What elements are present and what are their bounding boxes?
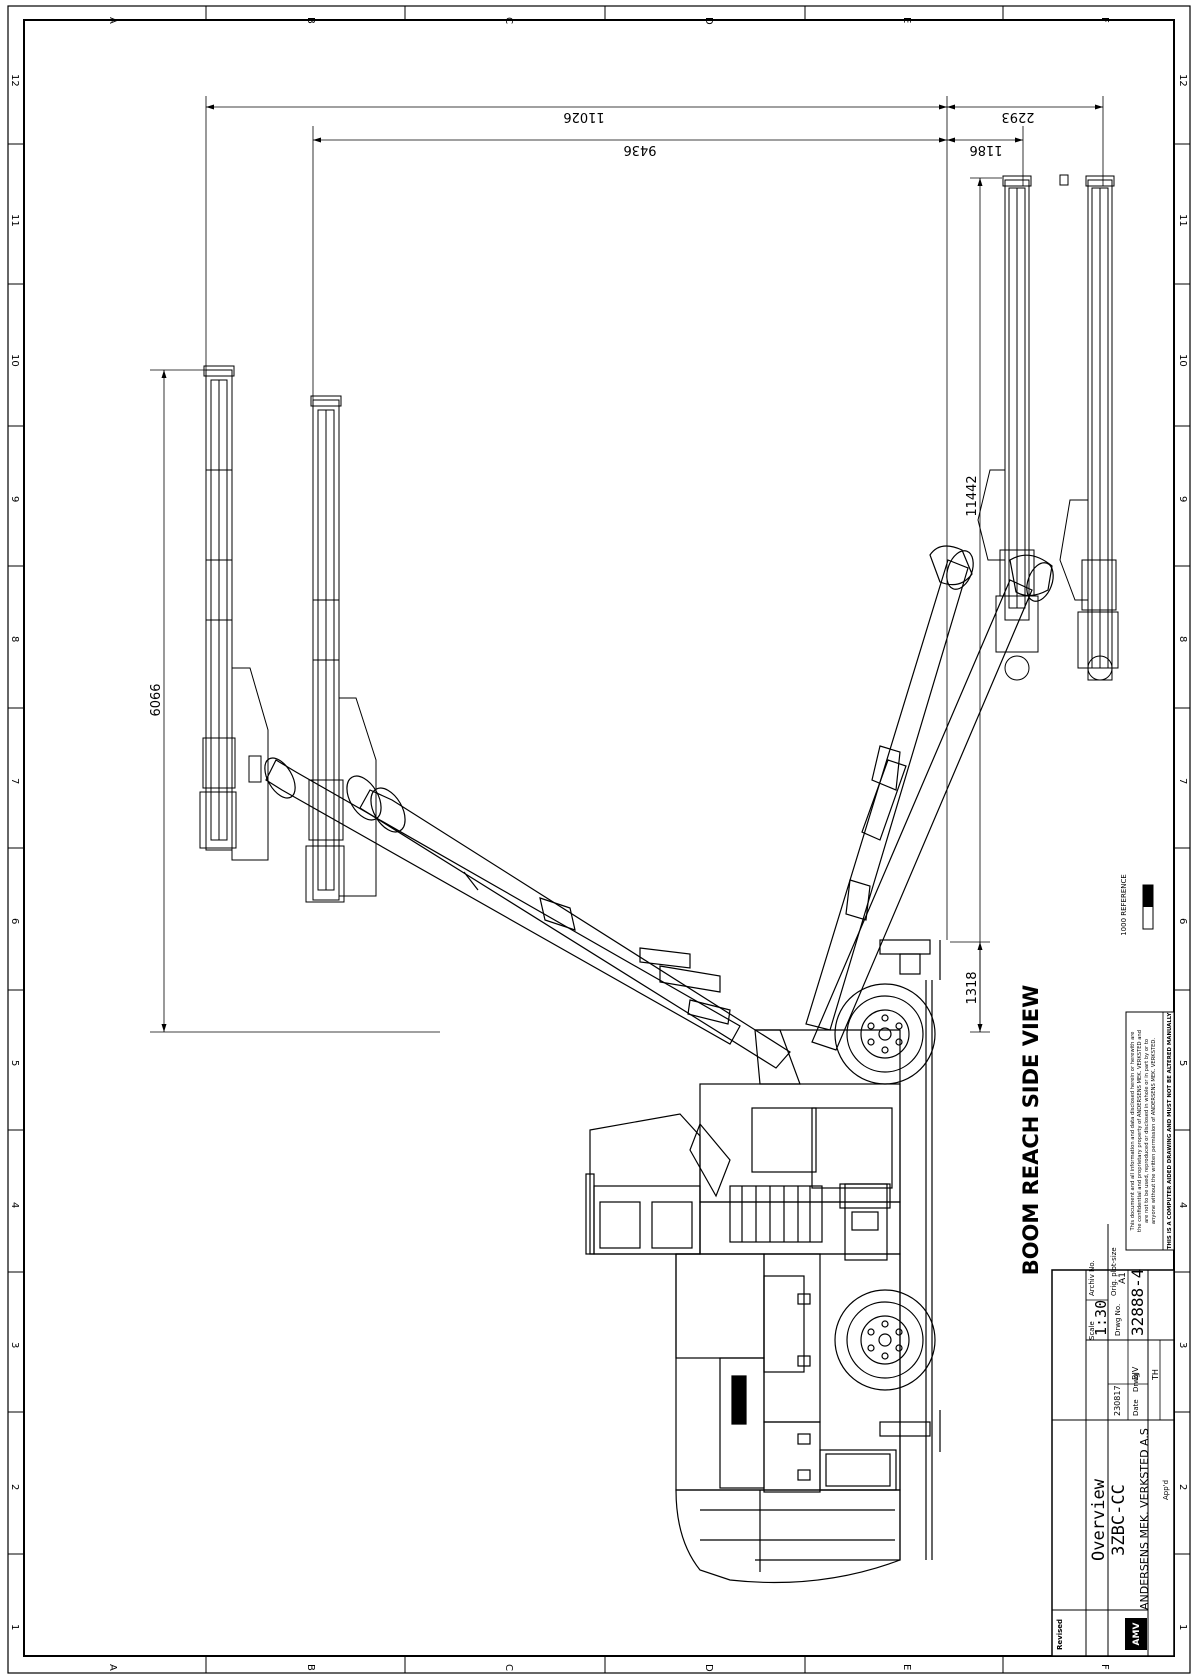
appd-label: App'd xyxy=(1162,1480,1170,1500)
scale-value: 1:30 xyxy=(1092,1300,1110,1336)
zone-label-f-top: F xyxy=(1099,17,1110,23)
drawing-title-line-1: Overview xyxy=(1089,1478,1109,1561)
amv-logo xyxy=(1125,1618,1147,1650)
archiv-label: Archiv No. xyxy=(1088,1260,1096,1296)
row-label-4-left: 4 xyxy=(9,1202,20,1208)
legal-line-3: are not to be used, reproduced or disclo… xyxy=(1144,1039,1150,1223)
rear-wheel xyxy=(834,1289,936,1391)
boom-left-lower xyxy=(346,775,791,1069)
zone-label-e-bottom: E xyxy=(901,1664,912,1670)
legal-note-box xyxy=(1125,1011,1175,1251)
drwg-label: Drwg xyxy=(1132,1374,1140,1392)
revised-label: Revised xyxy=(1056,1619,1064,1650)
legal-line-1: This document and all information and da… xyxy=(1130,1031,1136,1231)
zone-label-b-top: B xyxy=(305,17,316,24)
row-label-11-left: 11 xyxy=(9,214,20,227)
date-value: 230817 xyxy=(1113,1385,1122,1416)
row-label-5-left: 5 xyxy=(9,1060,20,1066)
scale-reference: 1000 REFERENCE xyxy=(1120,874,1154,936)
view-title: BOOM REACH SIDE VIEW xyxy=(1019,985,1043,1276)
row-label-9-left: 9 xyxy=(9,496,20,502)
drawing-title-line-2: 3ZBC-CC xyxy=(1109,1484,1129,1556)
zone-label-d-top: D xyxy=(703,17,714,25)
feed-left-outer xyxy=(199,365,269,861)
dimension-lines xyxy=(150,96,1104,1033)
zone-label-b-bottom: B xyxy=(305,1664,316,1671)
orig-plot-value: A1 xyxy=(1118,1272,1128,1284)
boom-right-lower xyxy=(811,554,1054,1051)
boom-right-upper xyxy=(805,545,974,1031)
legal-line-5: THIS IS A COMPUTER AIDED DRAWING AND MUS… xyxy=(1167,1013,1173,1250)
legal-note: This document and all information and da… xyxy=(1125,1011,1175,1251)
zone-label-c-bottom: C xyxy=(503,1664,514,1671)
orig-plot-label: Orig. plot-size xyxy=(1110,1247,1118,1296)
amv-logo-text: AMV xyxy=(1132,1623,1142,1646)
row-label-2-left: 2 xyxy=(9,1484,20,1490)
zone-label-a-top: A xyxy=(107,17,118,24)
scale-bar-label: 1000 REFERENCE xyxy=(1120,874,1128,936)
row-label-10-left: 10 xyxy=(9,354,20,367)
dimension-arrows xyxy=(161,104,1103,1032)
row-label-4-right: 4 xyxy=(1177,1202,1188,1208)
row-label-12-left: 12 xyxy=(9,74,20,87)
row-label-12-right: 12 xyxy=(1177,74,1188,87)
feed-left-inner xyxy=(305,395,377,903)
row-label-8-left: 8 xyxy=(9,636,20,642)
drwg-no-value: 32888-4 xyxy=(1128,1269,1147,1336)
zone-label-f-bottom: F xyxy=(1099,1664,1110,1670)
zone-label-d-bottom: D xyxy=(703,1664,714,1672)
outer-border xyxy=(7,5,1191,1674)
row-label-11-right: 11 xyxy=(1177,214,1188,227)
company-name: ANDERSENS MEK. VERKSTED A.S xyxy=(1138,1428,1151,1610)
drwg-no-label: Drwg No. xyxy=(1114,1304,1122,1336)
row-label-7-right: 7 xyxy=(1177,778,1188,784)
date-label: Date xyxy=(1132,1399,1140,1416)
row-label-3-left: 3 xyxy=(9,1342,20,1348)
dim-text-top-inner: 9436 xyxy=(623,142,656,157)
legal-line-4: anyone without the written permission of… xyxy=(1151,1038,1157,1225)
dim-text-right-outer: 2293 xyxy=(1001,109,1034,124)
row-label-6-left: 6 xyxy=(9,918,20,924)
zone-label-a-bottom: A xyxy=(107,1664,118,1671)
row-label-8-right: 8 xyxy=(1177,636,1188,642)
zone-label-c-top: C xyxy=(503,17,514,24)
drwg-initials: BJV xyxy=(1131,1366,1140,1380)
zone-grid-ticks xyxy=(8,6,1190,1673)
row-label-10-right: 10 xyxy=(1177,354,1188,367)
dimension-texts: 11026 9436 2293 1186 9909 11442 1318 xyxy=(146,109,1035,1005)
row-label-7-left: 7 xyxy=(9,778,20,784)
dim-text-right-inner: 1186 xyxy=(969,142,1002,157)
dim-text-ground: 1318 xyxy=(965,971,980,1004)
title-block: Revised Overview 3ZBC-CC Scale 1:30 Arch… xyxy=(1051,1224,1175,1657)
dim-text-top-overall: 11026 xyxy=(563,109,604,124)
row-label-1-left: 1 xyxy=(9,1624,20,1630)
inner-border xyxy=(23,19,1175,1657)
row-label-5-right: 5 xyxy=(1177,1060,1188,1066)
title-block-frame xyxy=(1051,1269,1175,1657)
front-wheel xyxy=(834,983,936,1085)
zone-labels-rows: 12 11 10 9 8 7 6 5 4 3 2 1 12 11 10 9 8 … xyxy=(9,74,1188,1630)
carrier-vehicle xyxy=(585,939,941,1584)
scale-bar-fill xyxy=(1143,885,1153,907)
appd-initials: TH xyxy=(1151,1369,1160,1381)
row-label-1-right: 1 xyxy=(1177,1624,1188,1630)
dim-text-right-height: 11442 xyxy=(965,475,980,516)
row-label-9-right: 9 xyxy=(1177,496,1188,502)
feed-right-outer xyxy=(1059,175,1119,681)
legal-line-2: the confidential and proprietary propert… xyxy=(1137,1030,1143,1232)
zone-labels-bottom: A B C D E F xyxy=(107,1664,1110,1672)
row-label-2-right: 2 xyxy=(1177,1484,1188,1490)
row-label-3-right: 3 xyxy=(1177,1342,1188,1348)
feed-right-inner xyxy=(977,174,1069,681)
scale-label: Scale xyxy=(1088,1321,1096,1340)
dim-text-left-height: 9909 xyxy=(146,683,161,716)
zone-labels-top: A B C D E F xyxy=(107,17,1110,25)
row-label-6-right: 6 xyxy=(1177,918,1188,924)
zone-label-e-top: E xyxy=(901,17,912,23)
